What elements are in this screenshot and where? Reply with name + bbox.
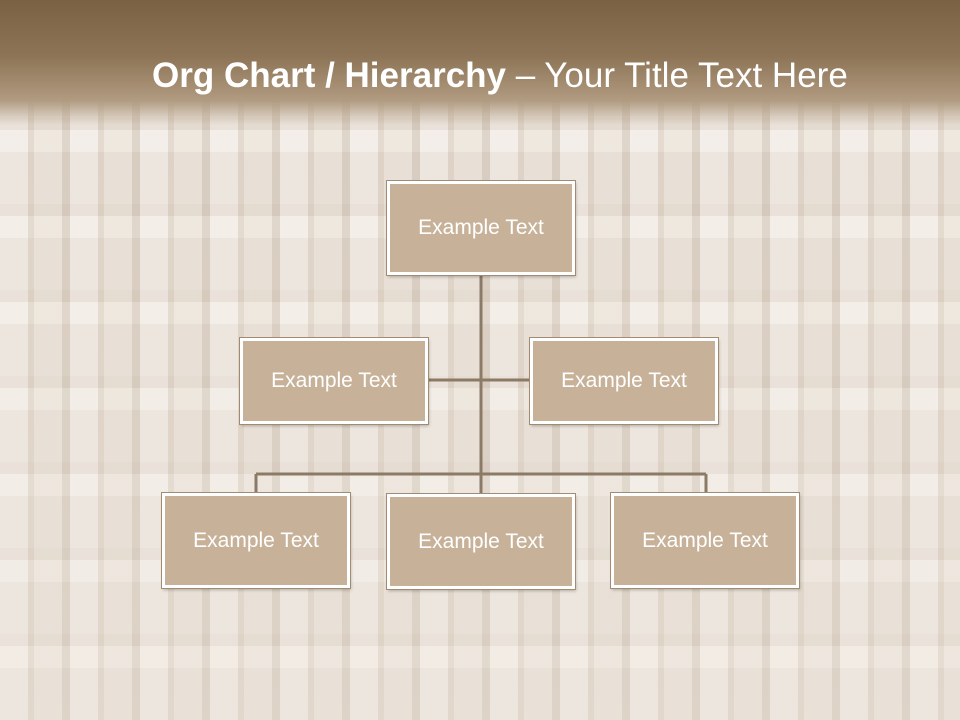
org-node-label: Example Text — [271, 369, 397, 392]
org-node-label: Example Text — [193, 528, 319, 552]
org-node-label: Example Text — [418, 216, 544, 239]
org-node-assistant-left[interactable]: Example Text — [240, 338, 428, 424]
org-node-child-center[interactable]: Example Text — [387, 494, 575, 589]
title-bold: Org Chart / Hierarchy — [152, 56, 506, 95]
org-node-root[interactable]: Example Text — [387, 181, 575, 275]
org-node-child-right[interactable]: Example Text — [611, 493, 799, 588]
org-node-assistant-right[interactable]: Example Text — [530, 338, 718, 424]
slide-title: Org Chart / Hierarchy – Your Title Text … — [152, 54, 932, 98]
org-node-label: Example Text — [642, 528, 768, 552]
title-bar — [0, 0, 960, 125]
title-separator: – — [506, 56, 545, 95]
org-node-label: Example Text — [561, 369, 687, 392]
org-node-child-left[interactable]: Example Text — [162, 493, 350, 588]
title-rest: Your Title Text Here — [544, 56, 848, 95]
org-node-label: Example Text — [418, 529, 544, 553]
